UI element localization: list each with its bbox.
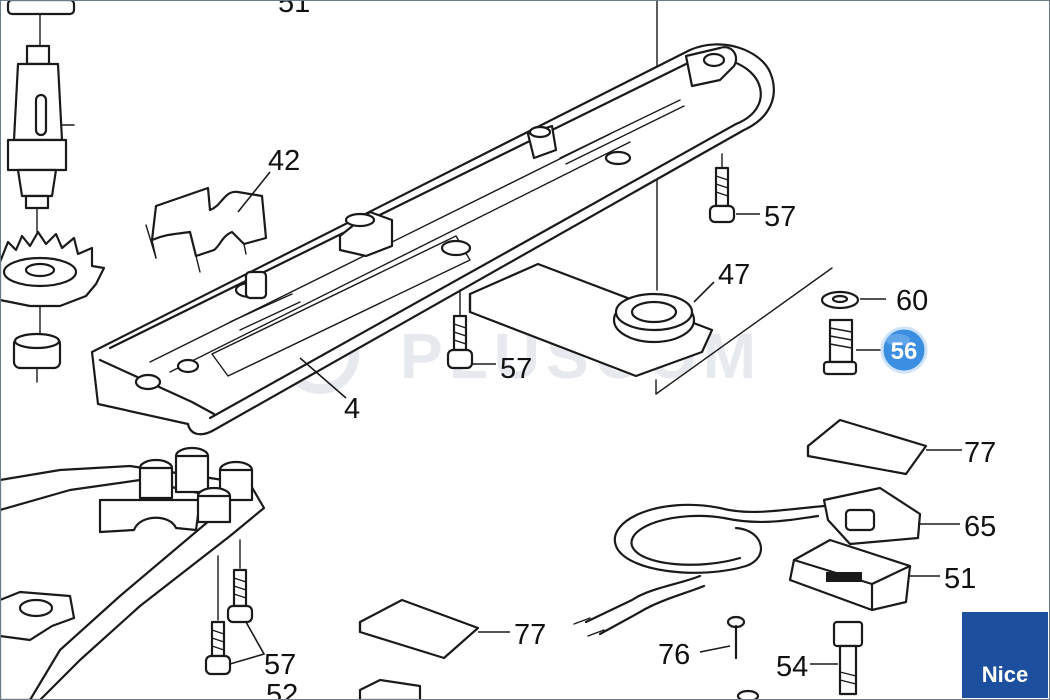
washer-part-60 [820,290,886,310]
label-51-top: 51 [278,0,310,19]
label-47: 47 [718,259,750,291]
bolt-part-56 [822,318,882,376]
bolt-part-54 [810,620,864,696]
label-4: 4 [344,393,360,425]
label-57-right: 57 [764,201,796,233]
lower-housing [0,446,266,700]
brand-name: Nice [981,662,1029,687]
switch-part-65 [573,486,960,637]
label-76: 76 [658,639,690,671]
screw-57-middle [446,289,496,370]
label-65: 65 [964,511,996,543]
bevel-gear [0,230,106,383]
label-54: 54 [776,651,808,683]
plate-part-47 [468,262,833,395]
highlight-badge-56[interactable]: 56 [880,326,928,374]
screw-57-top [708,153,760,224]
pad-part-77-bottom [358,598,510,660]
screws-57-bottom [204,568,760,700]
label-60: 60 [896,285,928,317]
label-77-bottom: 77 [514,619,546,651]
pad-part-77-right [806,418,962,476]
brand-logo: Nice [962,612,1048,698]
label-42: 42 [268,145,300,177]
bracket-part-42 [145,171,271,273]
shaft-assembly [6,0,76,233]
label-57-bottom: 57 [264,649,296,681]
screw-part-76 [699,615,746,660]
main-rail-part-4 [90,43,775,436]
label-57-middle: 57 [500,353,532,385]
label-51: 51 [944,563,976,595]
cover-part-51 [788,538,940,612]
label-56[interactable]: 56 [891,338,918,365]
label-77-right: 77 [964,437,996,469]
label-52: 52 [266,679,298,700]
